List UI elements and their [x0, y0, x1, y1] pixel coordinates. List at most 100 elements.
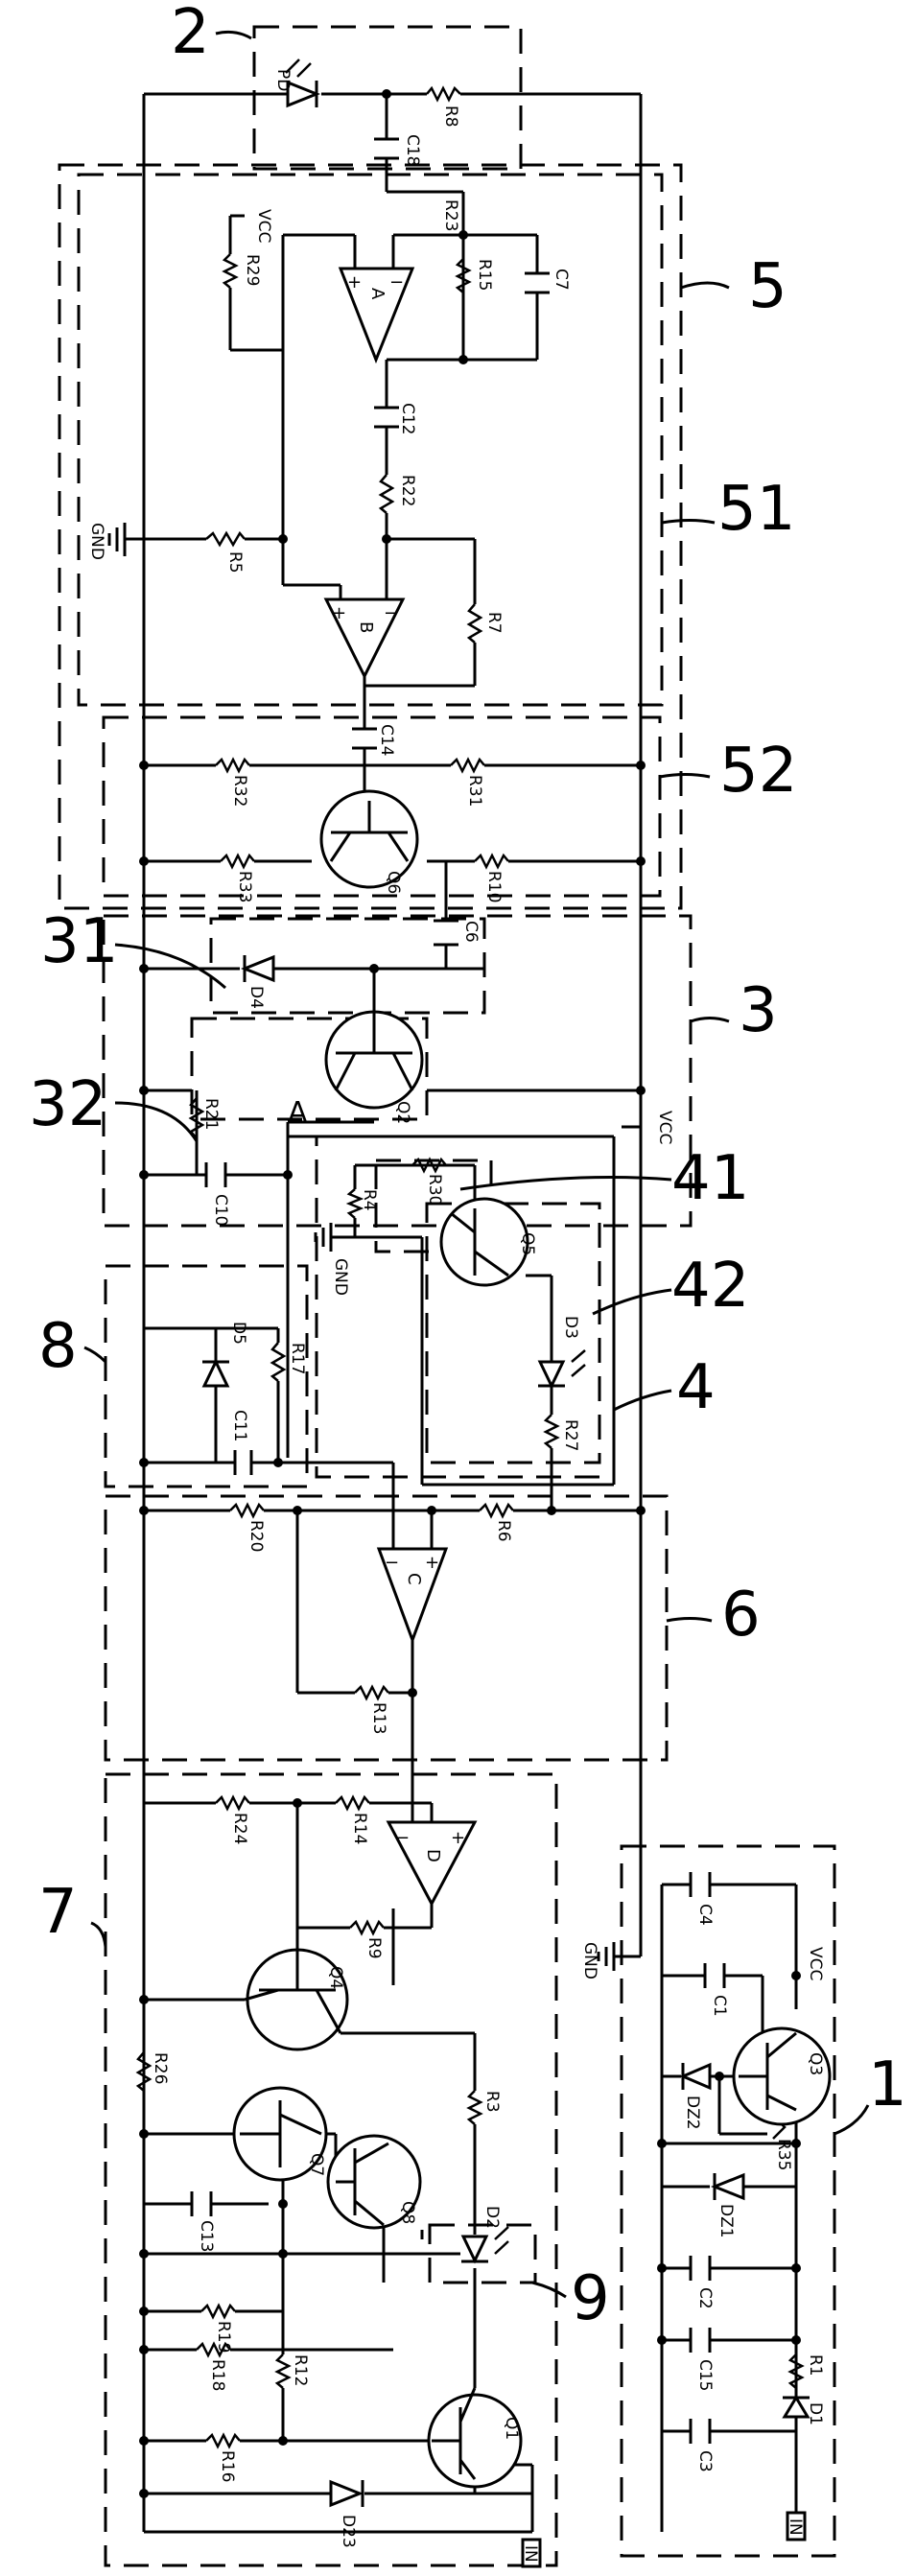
opamp-a-label: A: [367, 288, 388, 300]
transistor-q3: [732, 2026, 832, 2126]
label-r35: R35: [774, 2139, 793, 2170]
label-r21: R21: [201, 1098, 221, 1130]
resistor-r13: [354, 1684, 389, 1701]
module-5-box: [58, 163, 683, 910]
module-7-box: [104, 1772, 558, 2567]
module-52-box: [102, 715, 662, 898]
opamp-b-plus: +: [332, 603, 346, 623]
module-32-box: [190, 1017, 429, 1121]
label-r32: R32: [230, 775, 249, 807]
label-r30: R30: [425, 1174, 444, 1206]
callout-9: 9: [571, 2263, 610, 2334]
callout-7: 7: [38, 1877, 78, 1948]
diodes: [201, 59, 810, 2508]
capacitor-c18: [374, 137, 399, 160]
resistor-r15: [455, 258, 472, 293]
capacitor-c13: [190, 2191, 213, 2216]
label-r4: R4: [360, 1189, 379, 1211]
module-51-box: [77, 173, 664, 707]
label-q6: Q6: [384, 871, 403, 894]
label-q8: Q8: [398, 2201, 417, 2224]
diode-d1: [782, 2395, 810, 2419]
label-c11: C11: [230, 1410, 249, 1442]
capacitor-c12: [374, 406, 399, 429]
capacitor-c6: [434, 919, 458, 947]
diode-d3: [537, 1349, 586, 1390]
resistor-r33: [220, 853, 255, 870]
capacitor-c10: [204, 1162, 227, 1187]
opamp-labels: A B C D + − + − − + − +: [332, 272, 465, 1862]
resistor-r10: [474, 853, 509, 870]
label-r33: R33: [235, 871, 254, 902]
callout-51: 51: [717, 474, 795, 545]
label-r23: R23: [441, 199, 460, 231]
resistor-r12: [274, 2354, 292, 2389]
callout-6: 6: [721, 1580, 761, 1651]
label-r15: R15: [475, 259, 494, 291]
transistor-q4: [244, 1928, 349, 2051]
resistor-r18: [196, 2341, 231, 2358]
opamp-a-minus: −: [389, 272, 404, 293]
opamp-d-plus: +: [451, 1828, 465, 1848]
resistor-r24: [215, 1794, 250, 1812]
resistor-r8: [426, 85, 461, 103]
resistor-r31: [450, 757, 485, 774]
resistor-r9: [349, 1919, 385, 1936]
transistor-q2: [324, 1010, 424, 1110]
opamps: [323, 267, 478, 1908]
zener-dz2: [679, 2062, 712, 2091]
callout-2: 2: [171, 0, 210, 68]
resistor-r1v: [787, 2354, 805, 2389]
resistors: [135, 85, 805, 2449]
label-r5: R5: [225, 551, 245, 574]
ground-mid: [314, 1223, 333, 1252]
label-q4: Q4: [326, 1966, 345, 1989]
label-gnd-bot: GND: [580, 1942, 599, 1979]
capacitor-c4: [689, 1872, 712, 1897]
label-d5: D5: [229, 1322, 248, 1345]
callout-52: 52: [719, 736, 797, 807]
label-c1: C1: [710, 1995, 729, 2017]
callout-5: 5: [748, 251, 787, 322]
label-q5: Q5: [518, 1232, 537, 1255]
label-r8: R8: [441, 105, 460, 128]
resistor-r17: [270, 1342, 287, 1382]
transistors: [232, 789, 832, 2489]
ground-symbols: [107, 523, 616, 1971]
label-r20: R20: [247, 1520, 266, 1552]
label-d1: D1: [806, 2402, 825, 2425]
module-42-box: [425, 1202, 601, 1464]
label-pd: PD: [273, 69, 293, 91]
resistor-r14: [335, 1794, 370, 1812]
label-vcc-mid: VCC: [655, 1111, 674, 1144]
callout-1: 1: [868, 2049, 907, 2120]
label-q3: Q3: [806, 2052, 825, 2075]
label-c2: C2: [695, 2287, 715, 2309]
callout-32: 32: [29, 1069, 106, 1140]
resistor-r32: [215, 757, 250, 774]
label-dz2: DZ2: [683, 2096, 702, 2130]
resistor-r30: [411, 1157, 447, 1174]
module-31-box: [209, 917, 486, 1015]
resistor-r22: [378, 474, 395, 514]
opamp-b-minus: −: [384, 603, 398, 623]
label-r6: R6: [494, 1520, 513, 1542]
label-r3: R3: [482, 2091, 502, 2113]
label-d23: D23: [339, 2515, 358, 2548]
label-r13: R13: [369, 1702, 388, 1734]
callout-4: 4: [676, 1352, 716, 1423]
resistor-r3: [466, 2090, 483, 2125]
label-q7: Q7: [307, 2153, 326, 2176]
label-d4: D4: [247, 986, 266, 1009]
input-terminal-left: [521, 2538, 542, 2568]
capacitors: [190, 137, 726, 2444]
resistor-r6: [479, 1502, 514, 1519]
capacitor-c2: [689, 2256, 712, 2281]
label-c12: C12: [398, 403, 417, 435]
capacitor-c1: [703, 1963, 726, 1988]
label-r14: R14: [350, 1813, 369, 1844]
capacitor-c15: [689, 2328, 712, 2353]
callout-3: 3: [739, 975, 778, 1046]
opamp-c-minus: −: [385, 1553, 399, 1573]
